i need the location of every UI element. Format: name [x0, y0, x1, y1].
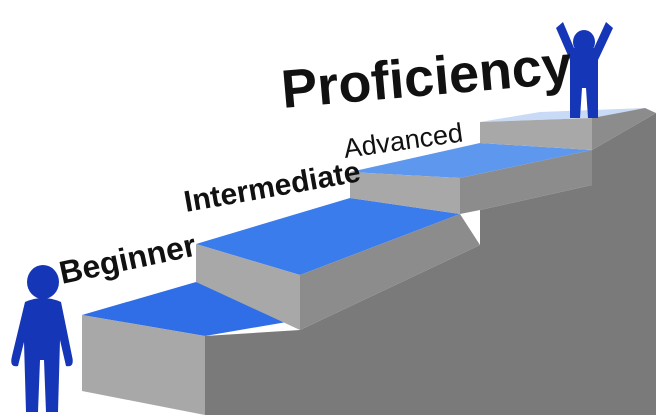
step-2-tread	[196, 198, 460, 275]
step-3-front-shadow	[460, 150, 592, 214]
person-standing-icon	[11, 265, 73, 412]
staircase-side	[205, 113, 656, 415]
step-3-tread	[350, 143, 592, 178]
step-1-tread	[82, 282, 310, 336]
step-2-front-shadow	[300, 214, 480, 330]
step-3-riser	[350, 172, 460, 214]
label-beginner: Beginner	[56, 227, 199, 291]
step-2-riser	[196, 244, 300, 330]
label-proficiency: Proficiency	[279, 35, 574, 120]
step-4-riser	[480, 118, 592, 150]
step-1-riser	[82, 315, 205, 415]
staircase	[82, 108, 656, 415]
person-arms-raised-icon	[556, 22, 613, 118]
step-4-tread	[480, 108, 645, 122]
step-4-front-shadow	[592, 108, 656, 150]
